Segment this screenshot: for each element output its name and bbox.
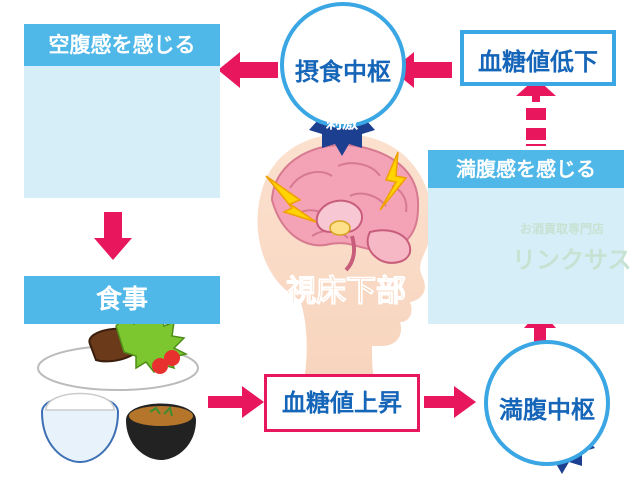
watermark-line2: リンクサス <box>512 246 632 274</box>
satiety-center-badge: 刺激 <box>530 406 594 470</box>
meal-panel-title: 食事 <box>95 285 148 315</box>
satiety-center-node: 満腹中枢 <box>484 340 610 466</box>
feeding-center-badge-text: 刺激 <box>325 113 358 132</box>
lightning-icon <box>265 175 317 223</box>
feeding-center-label: 摂食中枢 <box>295 58 391 86</box>
hypothalamus-label: 視床下部 <box>286 274 407 310</box>
blood-sugar-down-label: 血糖値低下 <box>478 48 598 76</box>
hunger-panel: 空腹感を感じる <box>24 24 220 198</box>
blood-sugar-up-node: 血糖値上昇 <box>264 374 420 432</box>
satiety-panel-title: 満腹感を感じる <box>428 150 624 188</box>
lightning-icon <box>379 151 408 211</box>
blood-sugar-down-node: 血糖値低下 <box>460 30 616 86</box>
meal-panel: 食事 <box>24 276 220 324</box>
arrow <box>94 52 556 418</box>
satiety-panel: 満腹感を感じる <box>428 150 624 324</box>
feeding-center-node: 摂食中枢 <box>280 2 406 128</box>
meal-icon <box>37 310 199 464</box>
feeding-center-badge: 刺激 <box>310 88 374 152</box>
satiety-center-label: 満腹中枢 <box>499 396 595 424</box>
blood-sugar-up-label: 血糖値上昇 <box>282 389 402 417</box>
watermark-line1: お酒買取専門店 <box>520 222 605 236</box>
hunger-panel-title: 空腹感を感じる <box>24 24 220 66</box>
satiety-center-badge-text: 刺激 <box>545 431 578 450</box>
